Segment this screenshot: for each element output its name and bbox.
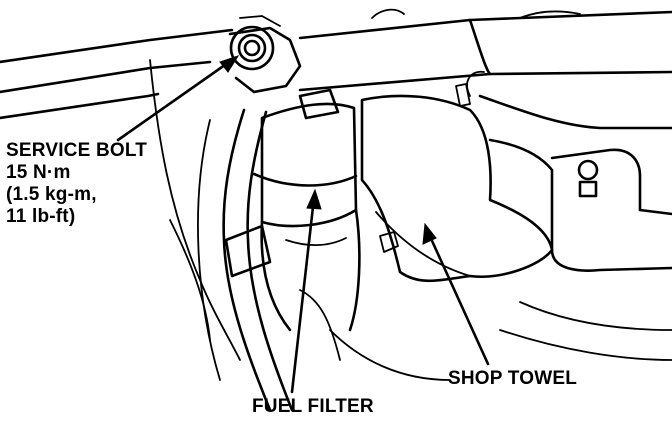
leader-service-bolt <box>116 55 240 142</box>
upper-bracket-bar <box>298 8 672 92</box>
right-body-panel <box>478 94 672 361</box>
shop-towel <box>360 70 554 283</box>
service-bolt-title: SERVICE BOLT <box>6 140 148 161</box>
service-bolt-torque-lbft: 11 lb-ft) <box>6 206 76 227</box>
service-bolt-torque-nm: 15 N·m <box>6 162 71 183</box>
service-bolt-torque-kgm: (1.5 kg-m, <box>6 184 97 205</box>
service-bolt-label: SERVICE BOLT 15 N·m (1.5 kg-m, 11 lb-ft) <box>6 140 147 228</box>
lower-bracket <box>149 59 451 381</box>
fuel-hose <box>197 108 294 412</box>
fuel-filter-label: FUEL FILTER <box>252 396 374 417</box>
leader-shop-towel <box>422 222 490 366</box>
service-bolt <box>228 15 302 94</box>
leader-fuel-filter <box>290 188 322 394</box>
left-frame-rail <box>0 28 234 120</box>
shop-towel-label: SHOP TOWEL <box>448 368 578 389</box>
fuel-filter-body <box>252 88 361 332</box>
